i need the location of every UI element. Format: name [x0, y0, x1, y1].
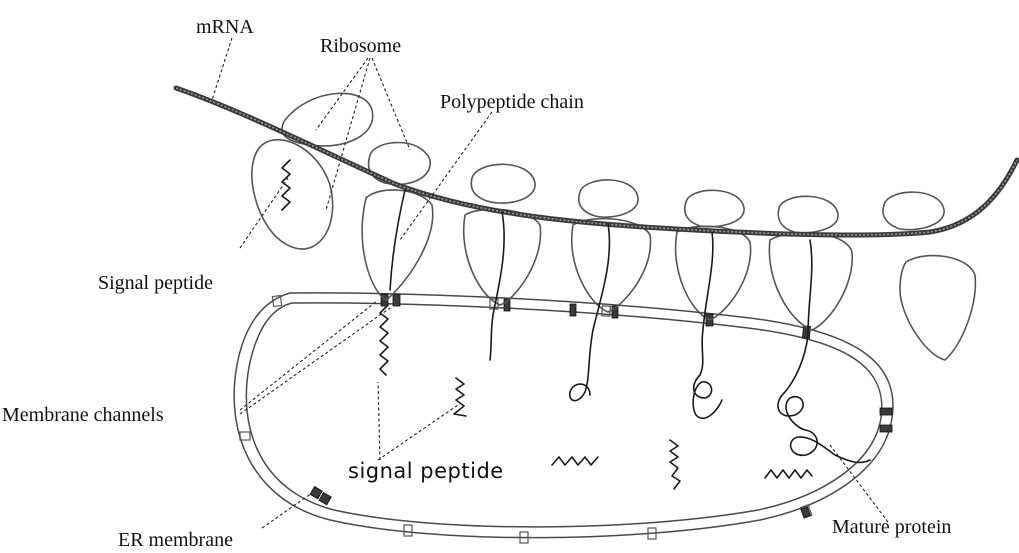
leader-ribosome-1: [316, 58, 368, 130]
leader-membrane-channels-2: [240, 308, 390, 414]
ribosome-free-large-subunit: [252, 140, 333, 249]
cleaved-signal-peptide-1: [454, 378, 466, 416]
leader-mrna: [212, 38, 232, 100]
cleaved-signal-peptide-3: [670, 440, 680, 489]
label-polypeptide-chain: Polypeptide chain: [440, 91, 584, 113]
leader-signal-peptide-lower-1: [378, 382, 380, 460]
label-signal-peptide-lower: signal peptide: [348, 459, 504, 483]
label-er-membrane: ER membrane: [118, 529, 233, 551]
leader-membrane-channels-1: [240, 300, 378, 410]
er-membrane-segments: [240, 295, 812, 543]
leader-signal-peptide-lower-2: [378, 405, 458, 460]
cleaved-signal-peptide-2: [552, 457, 598, 465]
polypeptide-chains: [282, 160, 870, 489]
label-signal-peptide: Signal peptide: [98, 272, 213, 294]
label-ribosome: Ribosome: [320, 35, 401, 57]
mrna-strand: [176, 88, 1017, 235]
label-mature-protein: Mature protein: [832, 516, 951, 538]
signal-peptide-zigzag-free: [282, 160, 290, 210]
label-membrane-channels: Membrane channels: [2, 404, 164, 426]
leader-ribosome-3: [372, 58, 410, 150]
membrane-channels: [310, 294, 892, 518]
cleaved-signal-peptide-4: [765, 470, 812, 478]
label-mrna: mRNA: [196, 16, 254, 38]
leader-polypeptide: [400, 112, 492, 240]
leader-signal-peptide-top: [240, 178, 288, 248]
